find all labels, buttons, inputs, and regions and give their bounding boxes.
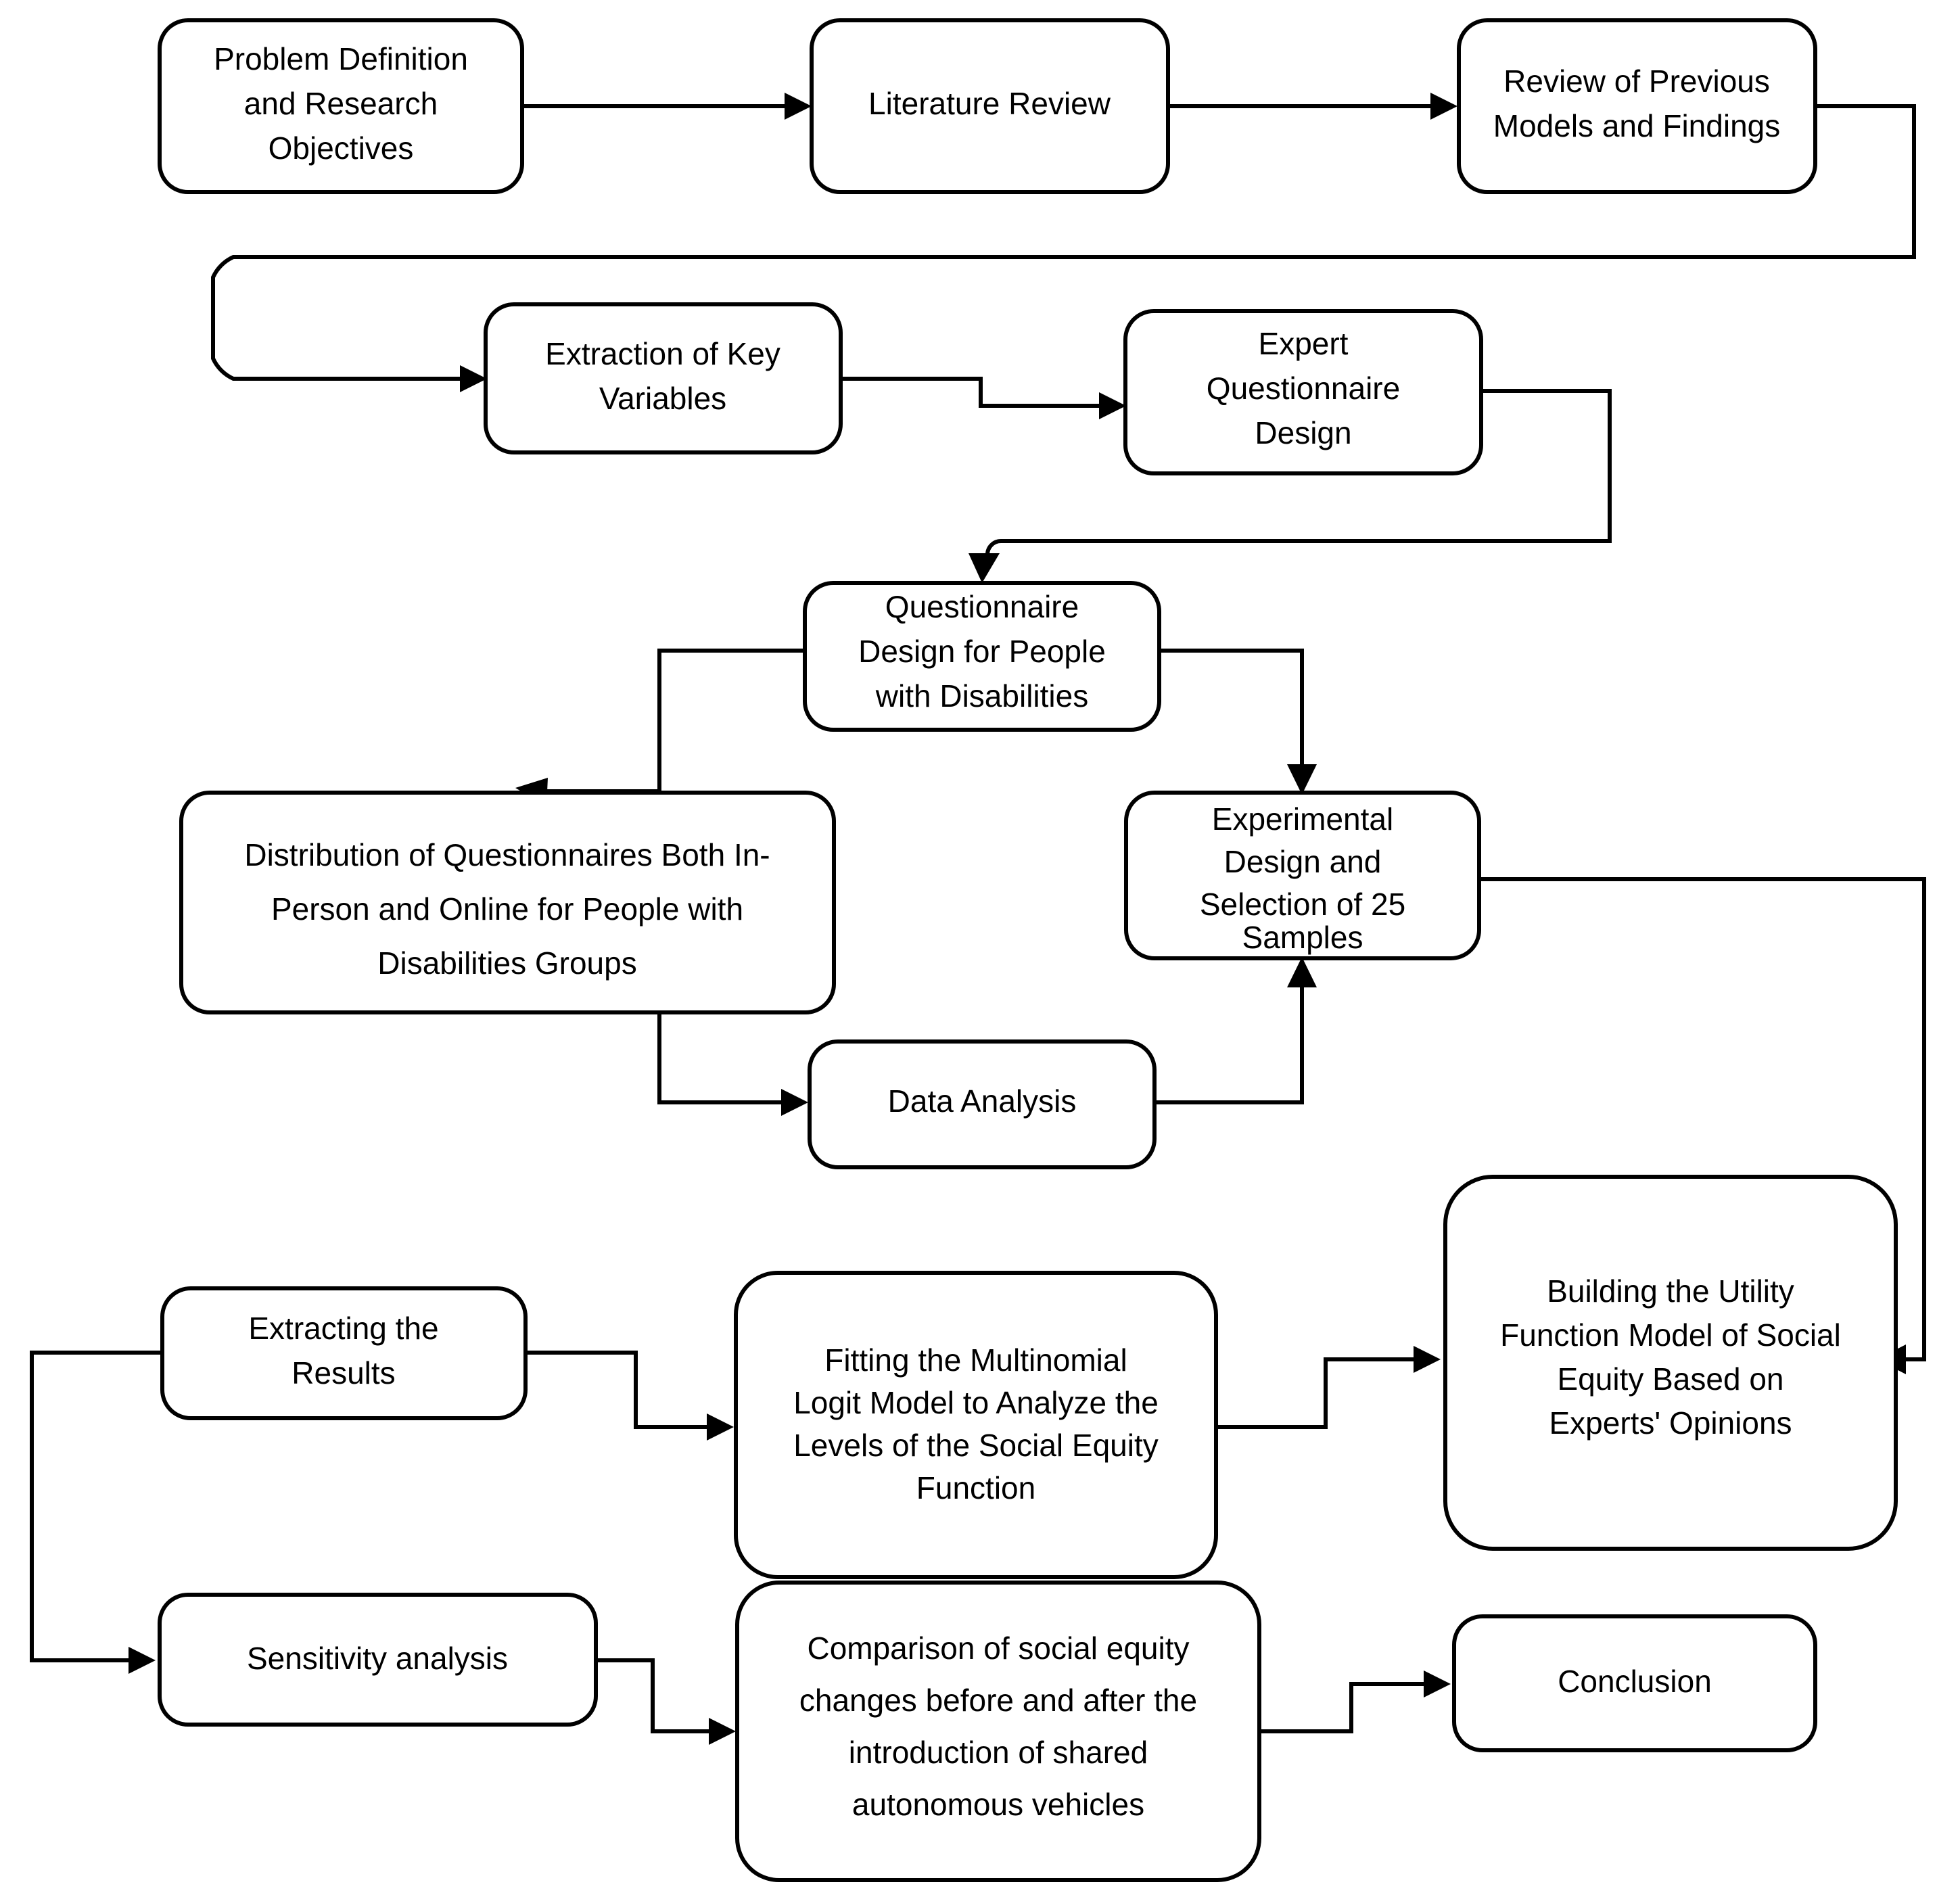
node-building-utility-function[interactable]: Building the Utility Function Model of S… [1443, 1175, 1898, 1551]
node-data-analysis[interactable]: Data Analysis [808, 1039, 1157, 1169]
node-experimental-design-shape[interactable] [1124, 791, 1481, 960]
arrowhead-data-to-experimental [1287, 957, 1317, 987]
arrowhead-questionnaire-to-experimental [1287, 764, 1317, 795]
node-expert-questionnaire-design-shape[interactable] [1123, 309, 1483, 475]
node-expert-questionnaire-design-line-1: Expert [1259, 326, 1349, 361]
node-questionnaire-design-disabilities-line-3: with Disabilities [875, 678, 1088, 713]
node-review-previous-models-line-2: Models and Findings [1493, 108, 1780, 143]
node-data-analysis-line-1: Data Analysis [888, 1083, 1077, 1119]
node-experimental-design-line-3: Selection of 25 [1200, 887, 1405, 922]
node-extraction-key-variables-line-1: Extraction of Key [545, 336, 780, 371]
edge-questionnaire-to-distribution [657, 649, 803, 791]
node-distribution-questionnaires-line-1: Distribution of Questionnaires Both In- [244, 837, 770, 872]
node-fitting-multinomial-logit-line-4: Function [916, 1470, 1035, 1505]
node-extracting-results-line-1: Extracting the [248, 1311, 438, 1346]
edge-questionnaire-to-experimental [1158, 649, 1304, 771]
node-data-analysis-shape[interactable] [808, 1039, 1157, 1169]
edge-distribution-to-data [657, 1011, 791, 1104]
node-experimental-design-line-1: Experimental [1212, 801, 1393, 837]
node-literature-review-line-1: Literature Review [868, 86, 1111, 121]
arrowhead-literature-to-review [1430, 93, 1457, 120]
node-review-previous-models-shape[interactable] [1457, 18, 1817, 194]
arrowhead-review-to-extraction [460, 365, 487, 392]
node-problem-definition[interactable]: Problem Definition and Research Objectiv… [158, 18, 524, 194]
edge-review-to-extraction [211, 104, 1916, 381]
node-problem-definition-line-3: Objectives [269, 131, 414, 166]
arrowhead-extracting-to-sensitivity [129, 1647, 156, 1674]
node-experimental-design-line-4: Samples [1242, 920, 1363, 955]
node-comparison-social-equity-line-2: changes before and after the [799, 1683, 1197, 1718]
edge-extraction-to-expert [841, 377, 1109, 408]
node-sensitivity-analysis-line-1: Sensitivity analysis [247, 1641, 508, 1676]
node-comparison-social-equity-line-1: Comparison of social equity [807, 1631, 1189, 1666]
node-fitting-multinomial-logit-line-3: Levels of the Social Equity [793, 1428, 1159, 1463]
node-questionnaire-design-disabilities-line-2: Design for People [858, 634, 1106, 669]
node-fitting-multinomial-logit[interactable]: Fitting the Multinomial Logit Model to A… [734, 1271, 1218, 1579]
edge-sensitivity-to-comparison [595, 1658, 719, 1733]
node-extracting-results-shape[interactable] [160, 1286, 528, 1420]
edge-comparison-to-conclusion [1259, 1682, 1434, 1733]
edge-extracting-to-sensitivity [30, 1351, 162, 1662]
node-sensitivity-analysis-shape[interactable] [158, 1593, 598, 1727]
node-problem-definition-line-2: and Research [244, 86, 438, 121]
arrowhead-extracting-to-fitting [707, 1413, 734, 1441]
node-building-utility-function-line-2: Function Model of Social [1500, 1317, 1841, 1353]
node-building-utility-function-line-4: Experts' Opinions [1549, 1405, 1792, 1441]
node-questionnaire-design-disabilities-line-1: Questionnaire [885, 589, 1079, 624]
node-sensitivity-analysis[interactable]: Sensitivity analysis [158, 1593, 598, 1727]
node-extraction-key-variables[interactable]: Extraction of Key Variables [484, 302, 843, 454]
arrowhead-fitting-to-building [1414, 1346, 1441, 1373]
node-expert-questionnaire-design-line-2: Questionnaire [1207, 371, 1400, 406]
node-questionnaire-design-disabilities[interactable]: Questionnaire Design for People with Dis… [803, 581, 1161, 732]
edge-data-to-experimental [1153, 981, 1304, 1104]
node-experimental-design[interactable]: Experimental Design and Selection of 25 … [1124, 791, 1481, 960]
arrowhead-extraction-to-expert [1099, 392, 1126, 419]
edge-experimental-to-building [1478, 877, 1926, 1361]
node-literature-review[interactable]: Literature Review [810, 18, 1170, 194]
node-distribution-questionnaires-shape[interactable] [179, 791, 836, 1014]
node-problem-definition-shape[interactable] [158, 18, 524, 194]
arrowhead-distribution-to-data [781, 1089, 808, 1116]
node-comparison-social-equity-line-3: introduction of shared [849, 1735, 1148, 1770]
node-conclusion-shape[interactable] [1452, 1614, 1817, 1752]
node-expert-questionnaire-design[interactable]: Expert Questionnaire Design [1123, 309, 1483, 475]
node-review-previous-models-line-1: Review of Previous [1503, 64, 1770, 99]
arrowhead-sensitivity-to-comparison [709, 1718, 736, 1745]
node-fitting-multinomial-logit-shape[interactable] [734, 1271, 1218, 1579]
node-fitting-multinomial-logit-line-2: Logit Model to Analyze the [793, 1385, 1159, 1420]
node-comparison-social-equity-shape[interactable] [735, 1581, 1261, 1882]
node-extracting-results-line-2: Results [291, 1355, 395, 1390]
node-extracting-results[interactable]: Extracting the Results [160, 1286, 528, 1420]
node-questionnaire-design-disabilities-shape[interactable] [803, 581, 1161, 732]
node-extraction-key-variables-line-2: Variables [599, 381, 726, 416]
arrowhead-comparison-to-conclusion [1424, 1670, 1451, 1698]
node-expert-questionnaire-design-line-3: Design [1255, 415, 1351, 450]
node-fitting-multinomial-logit-line-1: Fitting the Multinomial [824, 1342, 1127, 1378]
node-literature-review-shape[interactable] [810, 18, 1170, 194]
node-experimental-design-line-2: Design and [1224, 844, 1382, 879]
node-building-utility-function-line-1: Building the Utility [1547, 1273, 1794, 1309]
arrowhead-problem-to-literature [785, 93, 812, 120]
node-building-utility-function-line-3: Equity Based on [1557, 1361, 1783, 1397]
node-extraction-key-variables-shape[interactable] [484, 302, 843, 454]
arrowhead-expert-to-questionnaire [969, 553, 1000, 583]
node-conclusion-line-1: Conclusion [1558, 1664, 1712, 1699]
node-distribution-questionnaires[interactable]: Distribution of Questionnaires Both In- … [179, 791, 836, 1014]
node-conclusion[interactable]: Conclusion [1452, 1614, 1817, 1752]
edge-fitting-to-building [1215, 1357, 1424, 1429]
node-problem-definition-line-1: Problem Definition [214, 41, 468, 76]
node-distribution-questionnaires-line-3: Disabilities Groups [377, 945, 636, 981]
edge-extracting-to-fitting [526, 1351, 717, 1429]
node-review-previous-models[interactable]: Review of Previous Models and Findings [1457, 18, 1817, 194]
node-comparison-social-equity-line-4: autonomous vehicles [852, 1787, 1144, 1822]
node-distribution-questionnaires-line-2: Person and Online for People with [271, 891, 743, 927]
node-layer: Problem Definition and Research Objectiv… [158, 18, 1898, 1882]
node-building-utility-function-shape[interactable] [1443, 1175, 1898, 1551]
node-comparison-social-equity[interactable]: Comparison of social equity changes befo… [735, 1581, 1261, 1882]
